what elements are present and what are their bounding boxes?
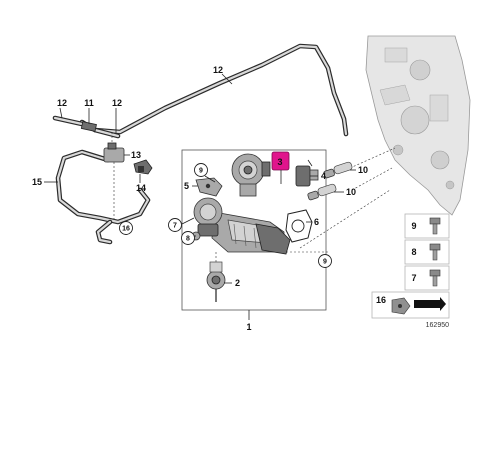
bracket bbox=[195, 177, 223, 197]
gasket bbox=[285, 209, 313, 243]
fastener-legend bbox=[371, 213, 450, 319]
throttle-housing bbox=[191, 197, 223, 241]
clip-icon bbox=[391, 297, 411, 315]
label-hose-left-b: 12 bbox=[112, 98, 122, 108]
vacuum-hose bbox=[79, 43, 349, 137]
pressure-sensor bbox=[103, 132, 125, 222]
label-part-8: 8 bbox=[186, 236, 190, 243]
callout-ring-16-left: 16 bbox=[119, 221, 133, 235]
pipe-upper bbox=[323, 161, 353, 179]
temperature-sensor bbox=[295, 159, 319, 187]
bolt-icon bbox=[429, 217, 441, 235]
label-assembly-1: 1 bbox=[246, 322, 251, 332]
label-part-7: 7 bbox=[173, 223, 177, 230]
callout-ring-9-mid: 9 bbox=[318, 254, 332, 268]
egr-cooler bbox=[211, 211, 291, 255]
dashed-leaders bbox=[282, 147, 396, 253]
label-sensor-13: 13 bbox=[131, 150, 141, 160]
highlighted-sensor bbox=[271, 151, 290, 184]
label-hose-loop: 15 bbox=[32, 177, 42, 187]
label-callout-9-mid: 9 bbox=[323, 259, 327, 266]
clip bbox=[133, 159, 153, 175]
label-actuator-2: 2 bbox=[235, 278, 240, 288]
label-connector: 11 bbox=[84, 98, 94, 108]
label-hose-top: 12 bbox=[213, 65, 223, 75]
arrow-icon bbox=[414, 297, 446, 311]
label-pipe-10-b: 10 bbox=[346, 187, 356, 197]
label-sensor-4: 4 bbox=[321, 171, 326, 181]
label-legend-8: 8 bbox=[411, 247, 416, 257]
label-pipe-10-a: 10 bbox=[358, 165, 368, 175]
label-bracket-5: 5 bbox=[184, 181, 189, 191]
label-part-3: 3 bbox=[277, 157, 282, 167]
hose-loop bbox=[55, 149, 151, 245]
label-legend-7: 7 bbox=[411, 273, 416, 283]
label-leaders bbox=[44, 73, 356, 320]
label-gasket-6: 6 bbox=[314, 217, 319, 227]
catalog-number: 162950 bbox=[426, 322, 449, 329]
label-hose-left-a: 12 bbox=[57, 98, 67, 108]
label-callout-9-top: 9 bbox=[199, 168, 203, 175]
hose-connector-group bbox=[52, 115, 121, 139]
label-legend-16: 16 bbox=[376, 295, 386, 305]
egr-valve bbox=[231, 153, 271, 197]
label-legend-9: 9 bbox=[411, 221, 416, 231]
label-ring-16: 16 bbox=[122, 226, 130, 233]
engine-block bbox=[365, 35, 471, 216]
label-clip-14: 14 bbox=[136, 183, 146, 193]
assembly-frame bbox=[181, 149, 327, 311]
actuator bbox=[206, 252, 226, 302]
callout-ring-7: 7 bbox=[168, 218, 182, 232]
callout-ring-8: 8 bbox=[181, 231, 195, 245]
bolt-icon bbox=[429, 243, 441, 261]
pipe-lower bbox=[307, 183, 337, 201]
bolt-icon bbox=[429, 269, 441, 287]
callout-ring-9-top: 9 bbox=[194, 163, 208, 177]
